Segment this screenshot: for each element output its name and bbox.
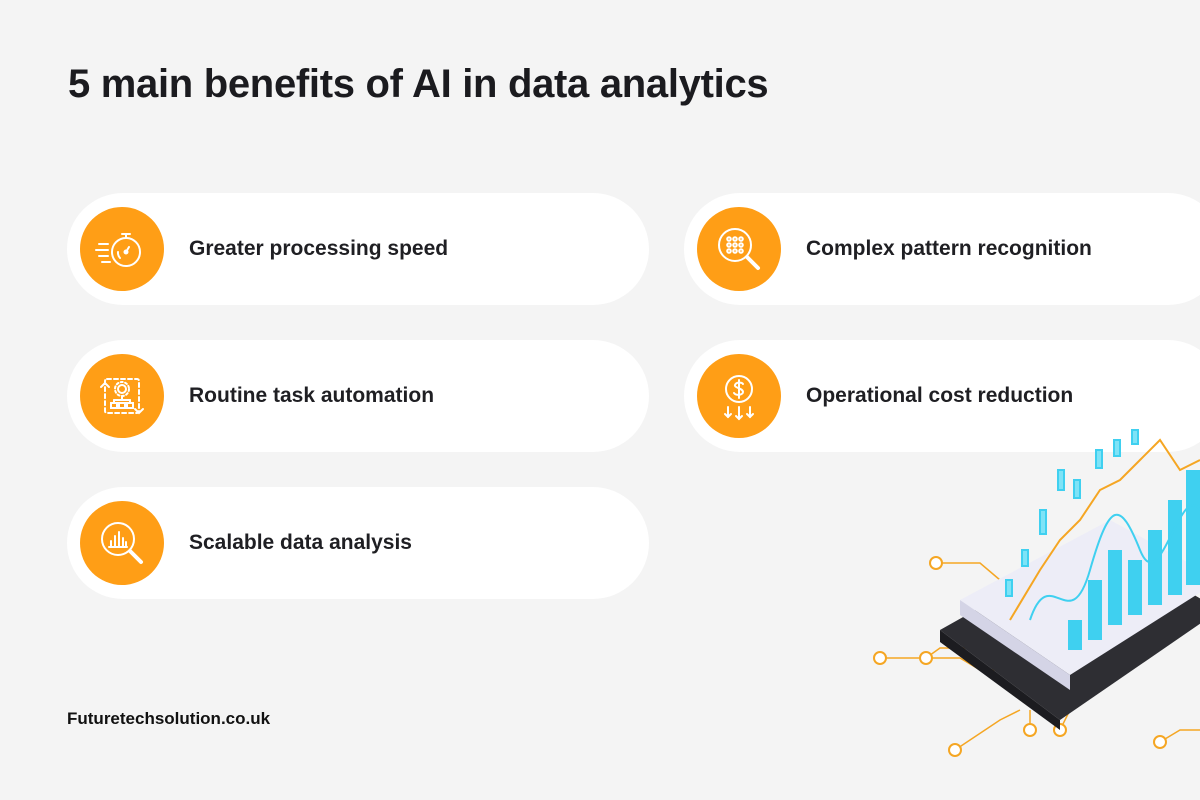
bar-series — [1068, 470, 1200, 650]
platform-edge — [960, 600, 1070, 690]
benefit-label: Complex pattern recognition — [806, 237, 1092, 260]
magnifier-chart-icon — [80, 501, 164, 585]
benefit-label: Operational cost reduction — [806, 384, 1074, 407]
platform-side — [940, 630, 1060, 730]
magnifier-pattern-icon — [697, 207, 781, 291]
benefit-label: Routine task automation — [189, 384, 435, 407]
cyan-wave-line — [1029, 504, 1200, 621]
analytics-platform-illustration — [873, 429, 1200, 757]
benefit-card-pattern-recognition: Complex pattern recognition — [684, 193, 1200, 305]
orange-trend-line — [1009, 438, 1200, 621]
benefit-card-task-automation: Routine task automation — [67, 340, 649, 452]
page-title: 5 main benefits of AI in data analytics — [68, 62, 769, 106]
dollar-reduction-icon — [697, 354, 781, 438]
benefit-label: Greater processing speed — [189, 237, 449, 260]
platform-top — [960, 520, 1200, 675]
benefit-card-processing-speed: Greater processing speed — [67, 193, 649, 305]
benefit-label: Scalable data analysis — [189, 531, 412, 554]
circuit-nodes — [873, 556, 1167, 757]
benefit-card-cost-reduction: Operational cost reduction — [684, 340, 1200, 452]
benefit-card-scalable-analysis: Scalable data analysis — [67, 487, 649, 599]
candlestick-series — [1005, 429, 1139, 597]
stopwatch-speed-icon — [80, 207, 164, 291]
automation-gear-icon — [80, 354, 164, 438]
website-watermark: Futuretechsolution.co.uk — [67, 709, 271, 728]
